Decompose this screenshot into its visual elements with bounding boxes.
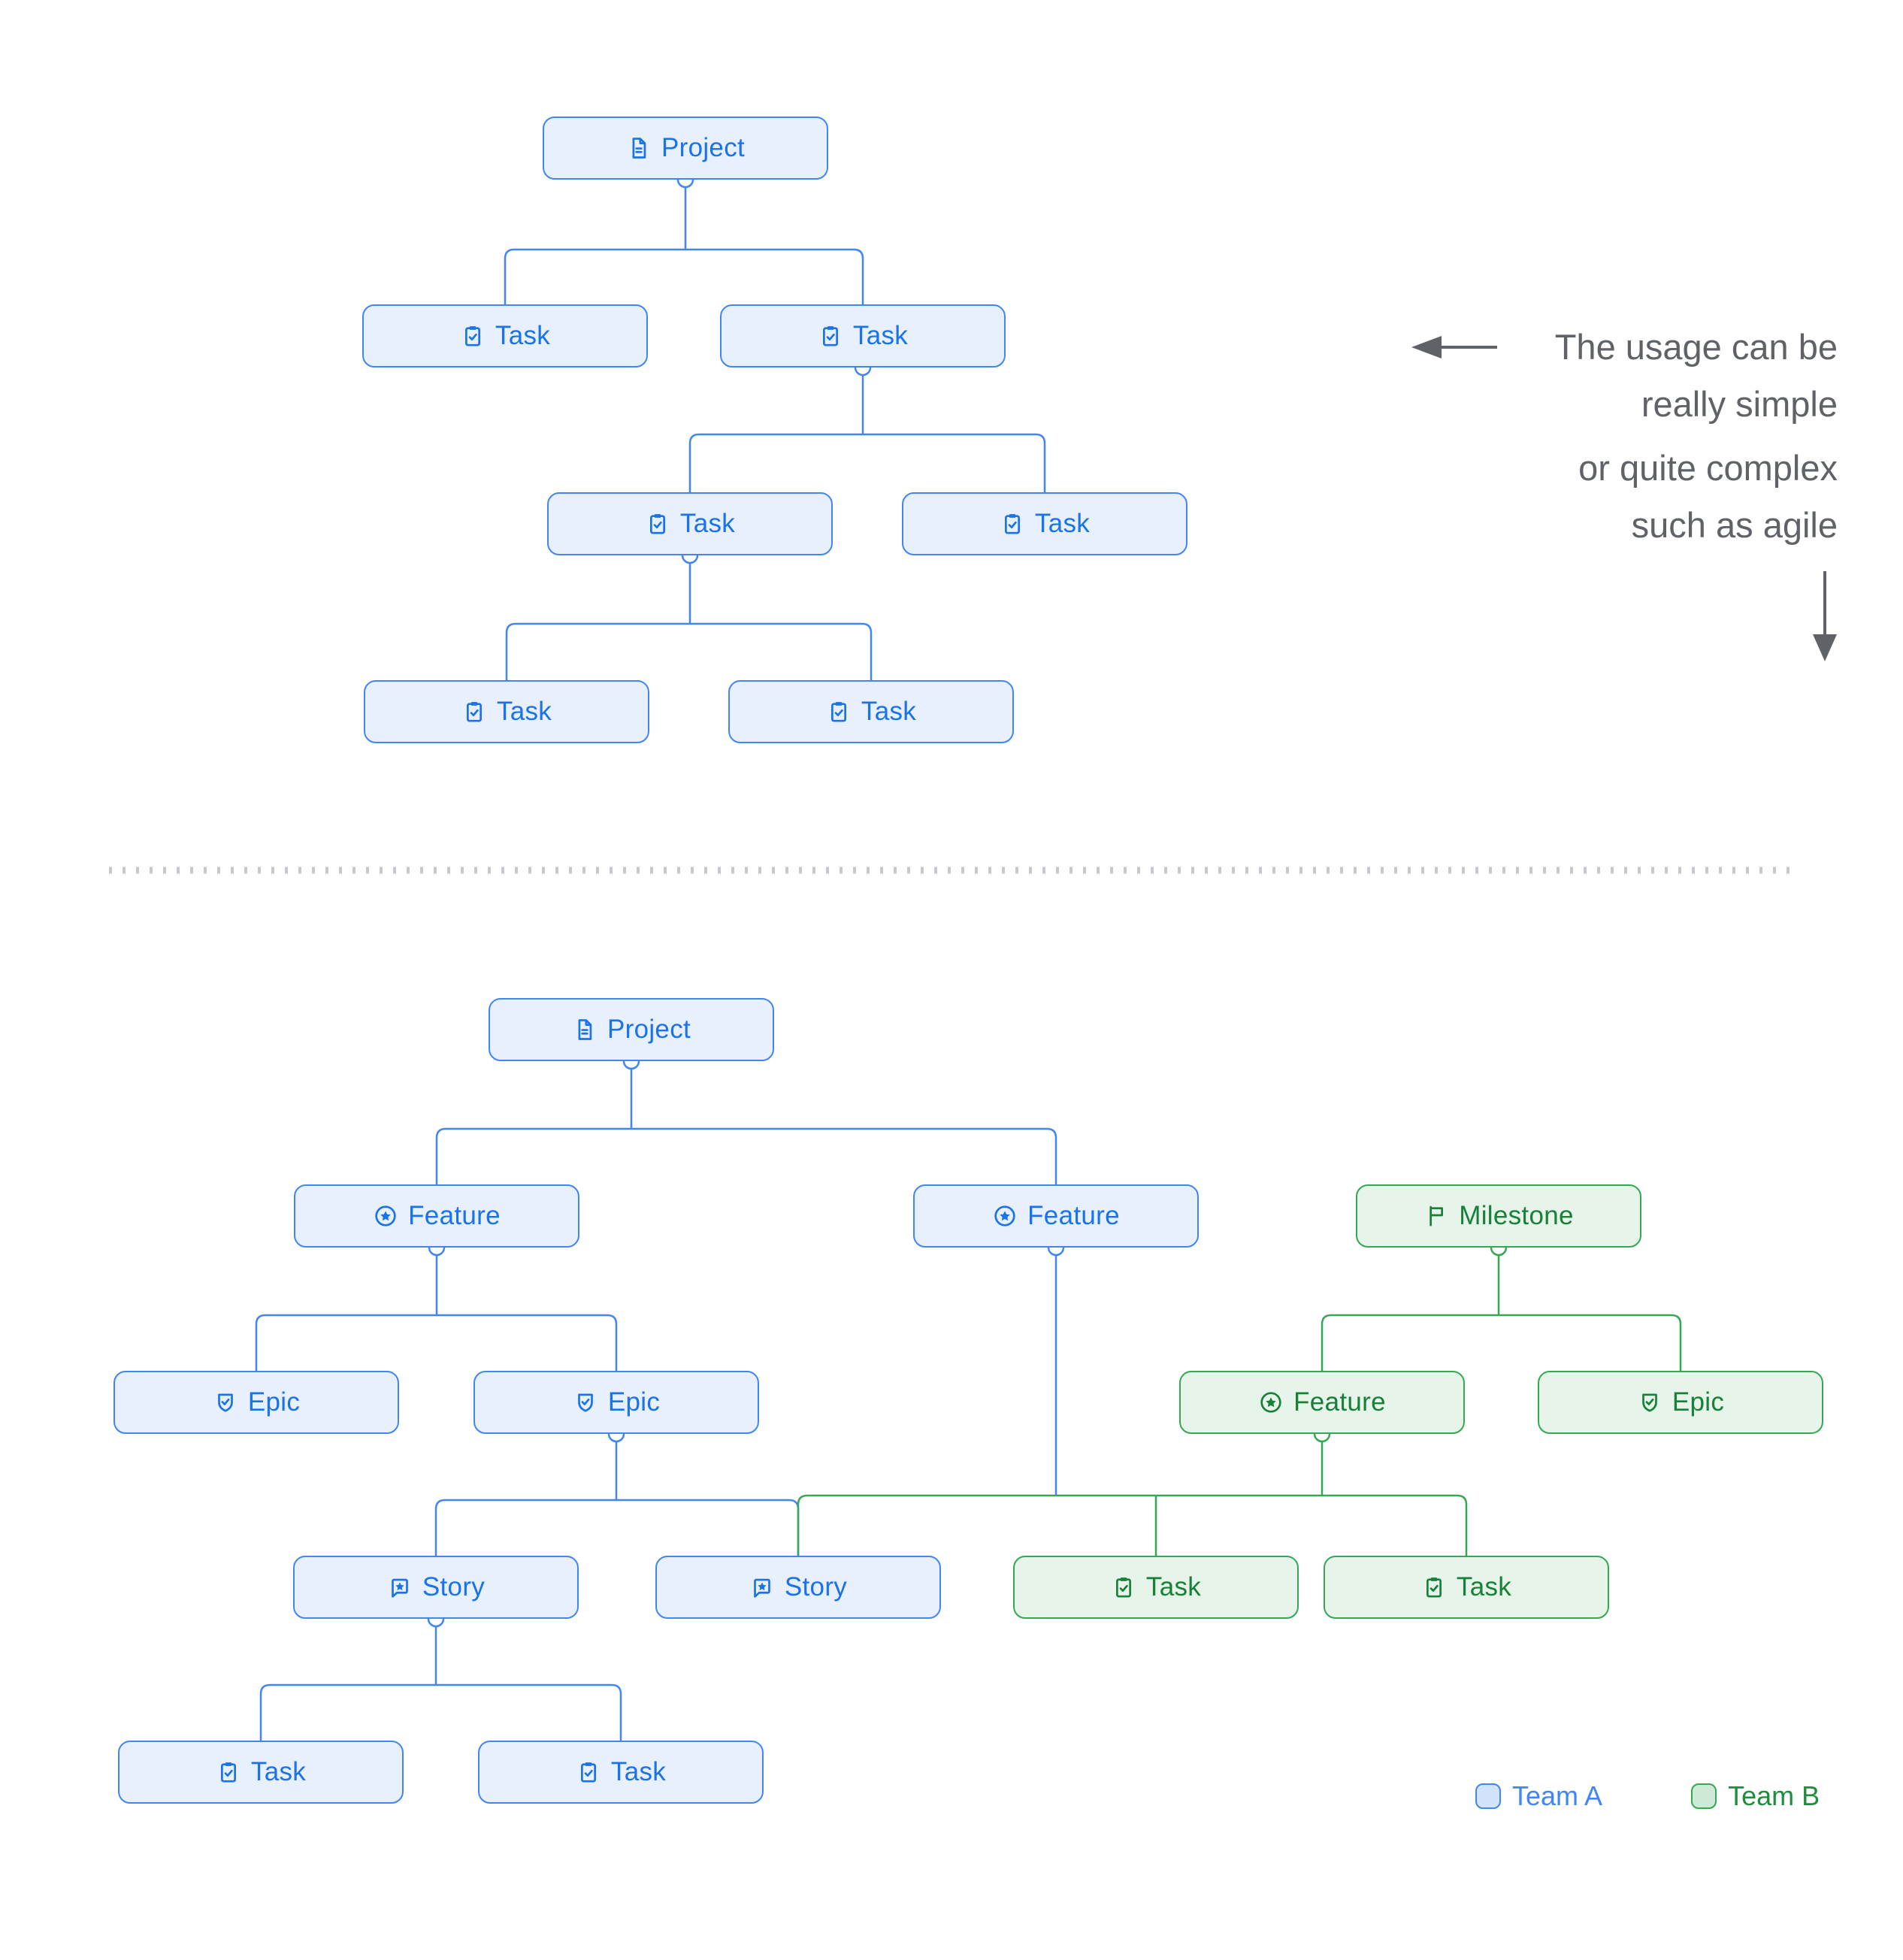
annotation-line: such as agile	[1631, 505, 1838, 545]
node-project: Project	[543, 116, 828, 180]
node-feature: Feature	[1179, 1371, 1465, 1434]
node-label: Task	[679, 509, 736, 538]
feature-icon	[1258, 1390, 1284, 1415]
node-label: Task	[610, 1757, 667, 1786]
node-label: Task	[250, 1757, 307, 1786]
complex-tree-connector-dots-team-a	[427, 1052, 1065, 1628]
complex-tree-edges-team-a	[255, 1068, 1057, 1741]
node-label: Project	[661, 133, 746, 162]
node-label: Epic	[1672, 1387, 1725, 1417]
story-icon	[749, 1574, 775, 1600]
down-arrow	[1813, 571, 1837, 661]
node-feature: Feature	[913, 1184, 1199, 1248]
node-epic: Epic	[1538, 1371, 1823, 1434]
node-label: Epic	[607, 1387, 661, 1417]
node-label: Project	[607, 1015, 691, 1044]
team-b-swatch	[1691, 1783, 1717, 1809]
legend-item-team-a: Team A	[1475, 1780, 1602, 1812]
annotation-line: The usage can be	[1554, 327, 1838, 367]
task-icon	[460, 323, 486, 349]
task-icon	[461, 699, 487, 724]
node-milestone: Milestone	[1356, 1184, 1641, 1248]
node-task: Task	[1013, 1556, 1299, 1619]
node-task: Task	[478, 1741, 764, 1804]
node-label: Task	[852, 321, 909, 350]
node-label: Epic	[247, 1387, 301, 1417]
annotation-text: The usage can be really simple or quite …	[1555, 319, 1838, 554]
node-story: Story	[293, 1556, 579, 1619]
complex-tree-edges-team-b	[797, 1254, 1682, 1556]
task-icon	[1421, 1574, 1447, 1600]
epic-icon	[573, 1390, 598, 1415]
team-a-label: Team A	[1512, 1780, 1603, 1811]
node-task: Task	[362, 304, 648, 368]
node-task: Task	[364, 680, 649, 743]
legend: Team A Team B	[1475, 1780, 1820, 1812]
document-icon	[572, 1017, 598, 1042]
document-icon	[626, 135, 652, 161]
node-label: Feature	[1293, 1387, 1386, 1417]
legend-item-team-b: Team B	[1691, 1780, 1820, 1812]
node-label: Feature	[1027, 1201, 1120, 1230]
node-label: Story	[784, 1572, 848, 1602]
task-icon	[826, 699, 852, 724]
node-feature: Feature	[294, 1184, 579, 1248]
node-label: Task	[861, 697, 917, 726]
node-epic: Epic	[113, 1371, 399, 1434]
node-label: Task	[496, 697, 552, 726]
annotation-line: really simple	[1641, 384, 1838, 424]
node-task: Task	[720, 304, 1006, 368]
task-icon	[645, 511, 670, 537]
node-task: Task	[728, 680, 1014, 743]
epic-icon	[1637, 1390, 1662, 1415]
task-icon	[576, 1759, 601, 1785]
node-task: Task	[118, 1741, 404, 1804]
epic-icon	[213, 1390, 238, 1415]
annotation-line: or quite complex	[1578, 448, 1838, 488]
node-label: Task	[1456, 1572, 1512, 1602]
node-label: Task	[1034, 509, 1091, 538]
node-label: Feature	[408, 1201, 501, 1230]
story-icon	[387, 1574, 413, 1600]
node-task: Task	[547, 492, 833, 555]
node-label: Task	[1145, 1572, 1202, 1602]
team-a-swatch	[1475, 1783, 1501, 1809]
task-icon	[216, 1759, 241, 1785]
simple-tree-edges	[504, 186, 1046, 680]
node-label: Task	[495, 321, 551, 350]
team-b-label: Team B	[1728, 1780, 1820, 1811]
task-icon	[818, 323, 843, 349]
node-project: Project	[489, 998, 774, 1061]
node-task: Task	[902, 492, 1187, 555]
feature-icon	[992, 1203, 1018, 1229]
node-label: Milestone	[1459, 1201, 1574, 1230]
task-icon	[1000, 511, 1025, 537]
node-story: Story	[655, 1556, 941, 1619]
left-arrow	[1411, 336, 1497, 358]
task-icon	[1111, 1574, 1136, 1600]
feature-icon	[373, 1203, 398, 1229]
milestone-flag-icon	[1423, 1203, 1449, 1229]
node-epic: Epic	[473, 1371, 759, 1434]
node-task: Task	[1324, 1556, 1609, 1619]
node-label: Story	[422, 1572, 486, 1602]
